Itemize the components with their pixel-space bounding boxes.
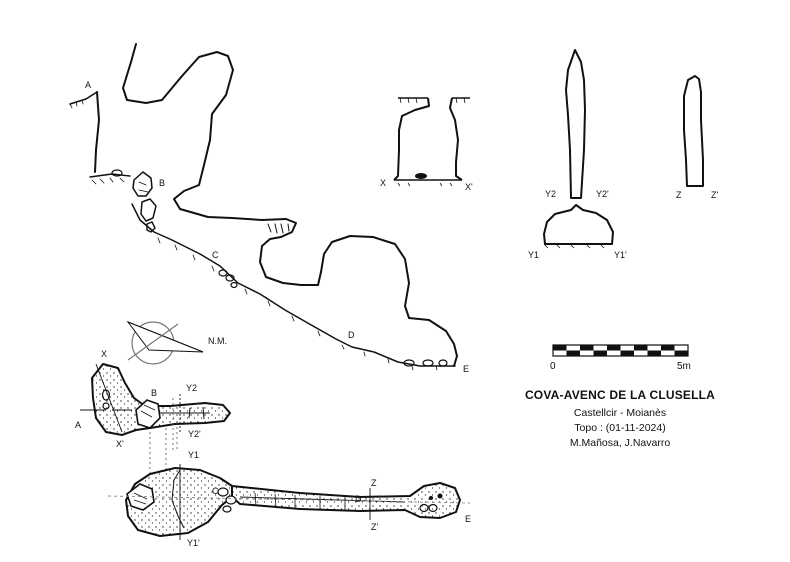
- plan-label-z: Z: [371, 478, 377, 488]
- cave-title: COVA-AVENC DE LA CLUSELLA: [524, 388, 716, 402]
- section-x-prime-label: X': [465, 182, 473, 192]
- plan-lower-level: [107, 464, 471, 540]
- scale-end-label: 5m: [677, 361, 691, 372]
- profile-label-c: C: [212, 250, 219, 260]
- section-y2-prime-label: Y2': [596, 189, 609, 199]
- profile-point-labels: A B C D E: [85, 80, 469, 374]
- title-block: COVA-AVENC DE LA CLUSELLA Castellcir - M…: [520, 388, 720, 449]
- plan-label-y1-prime: Y1': [187, 538, 200, 548]
- authors-text: M.Mañosa, J.Navarro: [569, 437, 671, 449]
- cross-section-x: [393, 97, 470, 187]
- plan-label-b: B: [151, 388, 157, 398]
- profile-section: [69, 43, 458, 371]
- profile-label-d: D: [348, 330, 355, 340]
- profile-label-a: A: [85, 80, 91, 90]
- north-arrow: [126, 320, 204, 365]
- cross-section-z: [683, 75, 704, 187]
- plan-label-e: E: [465, 514, 471, 524]
- location-text: Castellcir - Moianès: [573, 407, 667, 419]
- survey-date-text: Topo : (01-11-2024): [574, 422, 666, 434]
- scale-start-label: 0: [550, 361, 556, 372]
- plan-label-c: C: [212, 486, 219, 496]
- section-x-label: X: [380, 178, 386, 188]
- profile-label-e: E: [463, 364, 469, 374]
- north-label: N.M.: [208, 336, 227, 346]
- plan-label-y2: Y2: [186, 383, 197, 393]
- scale-bar: [552, 344, 689, 357]
- section-y1-prime-label: Y1': [614, 250, 627, 260]
- profile-label-b: B: [159, 178, 165, 188]
- plan-label-x: X: [101, 349, 107, 359]
- plan-label-d: D: [355, 494, 362, 504]
- section-z-prime-label: Z': [711, 190, 718, 200]
- plan-label-z-prime: Z': [371, 522, 378, 532]
- plan-label-y2-prime: Y2': [188, 429, 201, 439]
- plan-label-x-prime: X': [116, 439, 124, 449]
- plan-label-y1: Y1: [188, 450, 199, 460]
- section-y2-label: Y2: [545, 189, 556, 199]
- cross-section-y: [543, 49, 614, 249]
- plan-label-a: A: [75, 420, 81, 430]
- section-y1-label: Y1: [528, 250, 539, 260]
- plan-upper-level: [80, 363, 231, 474]
- plan-lower-labels: Y1 Y1' C D Z Z' E: [187, 450, 471, 548]
- section-z-label: Z: [676, 190, 682, 200]
- plan-upper-labels: X X' A B Y2 Y2': [75, 349, 201, 449]
